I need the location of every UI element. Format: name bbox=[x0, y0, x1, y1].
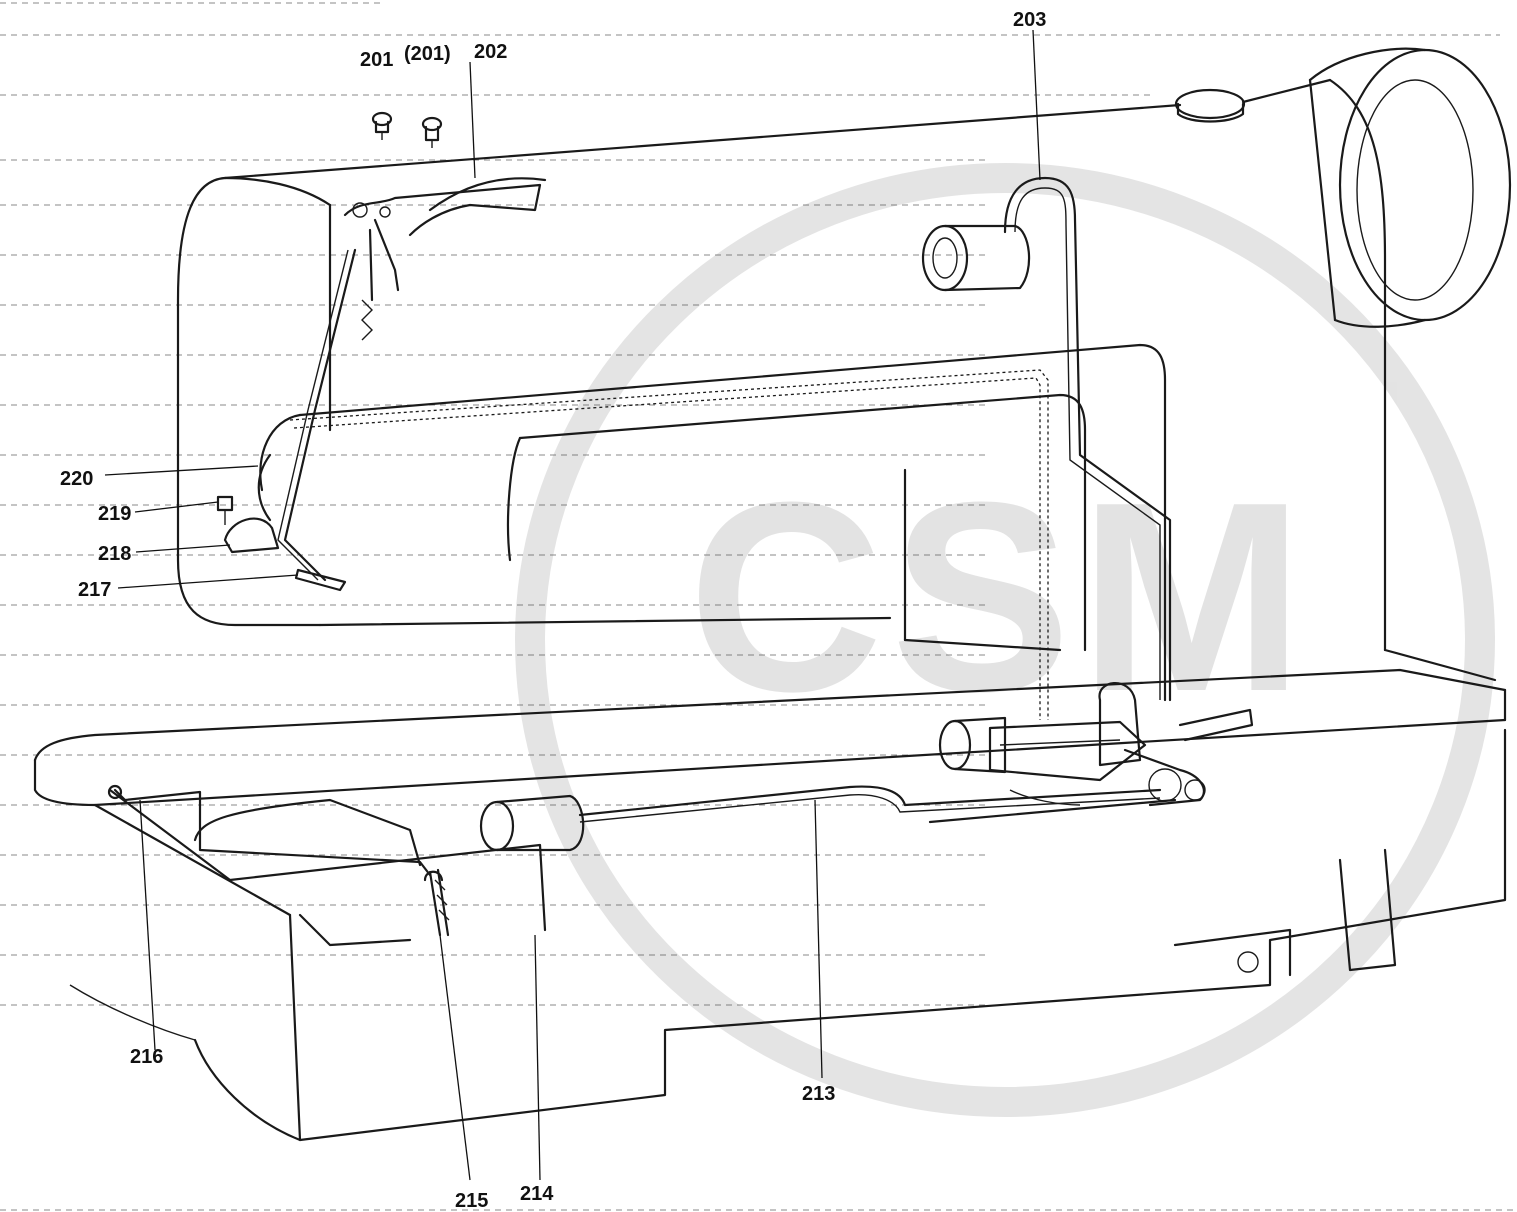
machine-bed bbox=[33, 668, 1507, 1142]
callout-219: 219 bbox=[98, 503, 131, 525]
screw-219 bbox=[216, 495, 234, 525]
callout-201-alt: (201) bbox=[404, 43, 451, 65]
screw-201 bbox=[371, 111, 393, 140]
watermark-text: CSM bbox=[688, 447, 1312, 748]
callout-213: 213 bbox=[802, 1083, 835, 1105]
oil-tube-220 bbox=[257, 248, 357, 582]
callout-201: 201 bbox=[360, 49, 393, 71]
arm-body bbox=[176, 78, 1497, 702]
upper-cylinder bbox=[921, 224, 1031, 292]
oil-tube-216 bbox=[107, 784, 432, 877]
callout-215: 215 bbox=[455, 1190, 488, 1212]
callout-220: 220 bbox=[60, 468, 93, 490]
handwheel bbox=[1308, 47, 1512, 328]
oil-pipe-213 bbox=[479, 785, 1177, 852]
take-up-lever-202 bbox=[343, 177, 547, 341]
callout-216: 216 bbox=[130, 1046, 163, 1068]
callout-203: 203 bbox=[1013, 9, 1046, 31]
clamp-218 bbox=[223, 517, 280, 554]
part-callouts: 201 (201) 202 203 213 214 215 216 217 21… bbox=[60, 9, 1046, 1212]
machine-illustration bbox=[33, 47, 1512, 1142]
oil-pipe-203 bbox=[289, 176, 1172, 720]
callout-214: 214 bbox=[520, 1183, 554, 1205]
watermark: CSM bbox=[515, 163, 1495, 1117]
top-knob bbox=[1174, 88, 1246, 123]
screw-201-alt bbox=[421, 116, 443, 148]
callout-217: 217 bbox=[78, 579, 111, 601]
wick-tubes bbox=[423, 868, 450, 937]
callout-202: 202 bbox=[474, 41, 507, 63]
leader-lines bbox=[104, 29, 1041, 1181]
callout-218: 218 bbox=[98, 543, 131, 565]
wick-217 bbox=[294, 568, 347, 592]
